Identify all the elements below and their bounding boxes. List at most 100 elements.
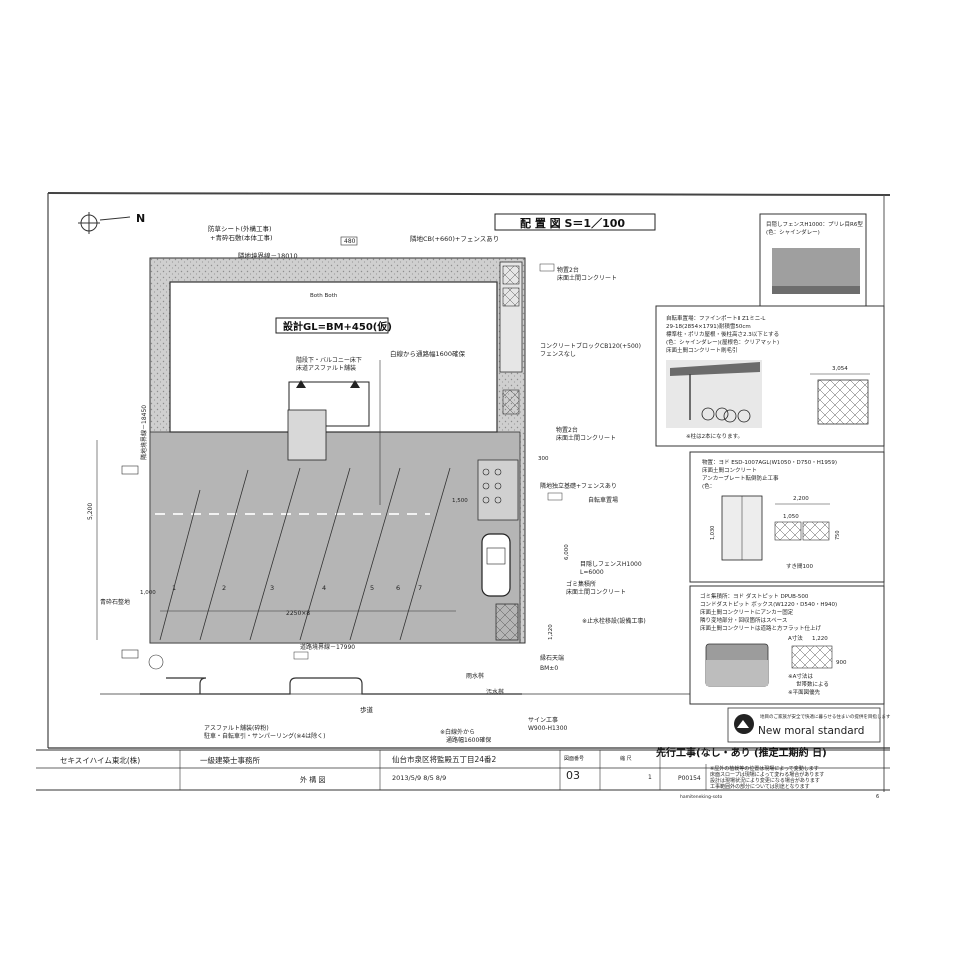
- garbage-line1: ゴミ集積所：ヨド ダストピット DPUB-500: [700, 592, 809, 600]
- parking-number: 3: [270, 584, 274, 592]
- curb-outline: [166, 677, 207, 694]
- tag-480: 480: [344, 238, 356, 245]
- office-name: 一級建築士事務所: [200, 755, 260, 765]
- tb-note2: 床面スロープは現場によって変わる場合があります: [710, 771, 824, 778]
- blind-len-label: L=6000: [580, 569, 604, 576]
- tb-note1: ※屋外の植栽等の位置は現場によって変動します: [710, 765, 819, 772]
- design-gl-box: [275, 317, 389, 334]
- fence-photo-ground: [772, 286, 860, 294]
- cycle-dim: 3,054: [832, 366, 848, 372]
- revision-dates: 2013/5/9 8/5 8/9: [392, 774, 446, 782]
- bike-parking-label: 自転車置場: [588, 496, 618, 504]
- fence-base-label: 隣地独立基礎+フェンスあり: [540, 482, 617, 490]
- dim-300: 300: [538, 456, 549, 462]
- fence-detail-title: 目隠しフェンスH1000：プリレ目R6型: [766, 220, 863, 228]
- storage-dim4: 1,030: [710, 526, 716, 540]
- title-box: [494, 213, 656, 231]
- tb-note3: 設計は現場状況により変更になる場合があります: [710, 777, 820, 784]
- boundary-left-label: 隣地境界線－18450: [140, 405, 148, 460]
- cycle-roof: [670, 362, 760, 376]
- garbage-dim3: A寸法: [788, 634, 803, 642]
- garbage-line3: 床面土間コンクリートにアンカー固定: [700, 608, 794, 616]
- boundary-cb-label: 隣地CB(+660)+フェンスあり: [410, 234, 499, 243]
- kerb-road-b-label: ※白線外から: [440, 728, 475, 736]
- garbage-dim1: 1,220: [812, 636, 828, 642]
- level-tag: [121, 649, 139, 659]
- road-width-b-label: 通路幅1600確保: [446, 736, 491, 744]
- stair-area: [287, 409, 327, 461]
- cycle-line3: 標準柱・ポリカ屋根・後柱高さ2.3以下とする: [666, 330, 779, 338]
- dim-1220: 1,220: [548, 624, 554, 640]
- tb-note4: 工事範囲外の部分については別途となります: [710, 783, 810, 790]
- garbage-line4: 隣り変地部分・回収箇所はスペース: [700, 616, 787, 624]
- bicycle-icon: [482, 468, 502, 504]
- cycle-plan: [817, 379, 869, 425]
- car-icon: [481, 533, 511, 597]
- level-tag: [293, 651, 309, 660]
- level-tag: [539, 263, 555, 272]
- dim-100: 1,000: [140, 590, 156, 596]
- parking-number: 4: [322, 584, 326, 592]
- scale-label: 縮 尺: [620, 755, 632, 762]
- storage-unit: [502, 389, 520, 415]
- stair-under-label: 階段下・バルコニー床下: [296, 356, 362, 364]
- gravel-label: +青砕石敷(本体工事): [210, 233, 273, 242]
- floor-concrete-label: 床面土間コンクリート: [557, 274, 617, 282]
- marker-icon: [296, 380, 306, 388]
- cycle-line4: (色：シャインダレー)(屋根色：クリアマット): [666, 338, 779, 346]
- new-moral-standard-logo: 地目のご家族が安全で快適に暮らせる住まいの提供を目指します New moral …: [727, 707, 891, 743]
- floor-concrete-b-label: 床面土間コンクリート: [556, 434, 616, 442]
- bicycle-icon: [701, 407, 751, 423]
- storage-plan-unit: [774, 521, 802, 541]
- design-gl-label: 設計GL=BM+450(仮): [283, 320, 392, 333]
- storage-2b-label: 物置2台: [556, 426, 578, 434]
- logo-caption: 地目のご家族が安全で快適に暮らせる住まいの提供を目指します: [760, 713, 891, 720]
- parking-number: 1: [172, 584, 176, 592]
- curb-outline: [140, 677, 522, 695]
- precon-label: 先行工事(なし・あり (推定工期約 日): [656, 746, 827, 759]
- storage-line2: 床面土間コンクリート: [702, 466, 757, 474]
- curb-block-label: 縁石天端: [540, 654, 564, 662]
- project-code: P00154: [678, 775, 701, 782]
- garbage-plan: [791, 645, 833, 669]
- tb-email: hamiteneking-soto: [680, 794, 722, 800]
- sign-work-label: サイン工事: [528, 716, 558, 724]
- detail-garbage-panel: ゴミ集積所：ヨド ダストピット DPUB-500 コンドダストピット ボックス(…: [689, 585, 885, 705]
- parking-number: 5: [370, 584, 374, 592]
- title-block: [36, 749, 890, 791]
- storage-line3: アンカープレート転倒防止工事: [702, 474, 779, 482]
- asphalt-pave-label: アスファルト舗装(砕粉): [204, 724, 269, 732]
- site-address: 仙台市泉区将監殿五丁目24番2: [392, 754, 497, 764]
- scale-value: 1: [648, 774, 652, 781]
- dim-1500: 1,500: [452, 498, 468, 504]
- storage-dim3: 750: [835, 530, 841, 540]
- line-stripe-label: 駐車・自転車引・サンパーリング(※4は除く): [204, 732, 326, 740]
- garbage-label: ゴミ集積所: [566, 580, 596, 588]
- storage-unit: [502, 265, 520, 285]
- storage-2-label: 物置2台: [557, 266, 579, 274]
- detail-fence-panel: 目隠しフェンスH1000：プリレ目R6型 (色：シャインダレー): [759, 213, 867, 307]
- garbage-note3: ※平面図優先: [788, 688, 821, 696]
- storage-unit: [502, 287, 520, 307]
- parking-numbers: 1 2 3 4 5 6 7: [172, 584, 422, 592]
- storage-line1: 物置：ヨド ESD-1007AGL(W1050・D750・H1959): [702, 458, 837, 466]
- parking-number: 7: [418, 584, 422, 592]
- cycle-line2: 29-18(2854×1791)耐積雪50cm: [666, 322, 751, 330]
- rain-pit-label: 雨水桝: [466, 672, 484, 680]
- svg-text:N: N: [136, 212, 145, 225]
- parking-bay-width: 2250×8: [286, 610, 310, 617]
- cycle-line5: 床面土間コンクリート刷毛引: [666, 346, 738, 354]
- detail-storage-panel: 物置：ヨド ESD-1007AGL(W1050・D750・H1959) 床面土間…: [689, 451, 885, 583]
- storage-gap-note: すき間100: [786, 563, 813, 570]
- garbage-line2: コンドダストピット ボックス(W1220・D540・H940): [700, 600, 837, 608]
- concrete-block-label: コンクリートブロックCB120(+500): [540, 342, 641, 350]
- sign-size-label: W900-H1300: [528, 725, 568, 732]
- drawing-title: 配 置 図 S＝1／100: [520, 216, 625, 230]
- cycle-line1: 自転車置場：ファインポートⅡ Z1ミニ-L: [666, 314, 766, 322]
- page-number: 6: [876, 794, 879, 800]
- storage-plan-unit: [802, 521, 830, 541]
- weed-sheet-label: 防草シート(外構工事): [208, 224, 272, 233]
- logo-text: New moral standard: [758, 725, 864, 737]
- storage-dim2: 1,050: [783, 514, 799, 520]
- garbage-station: [495, 603, 519, 641]
